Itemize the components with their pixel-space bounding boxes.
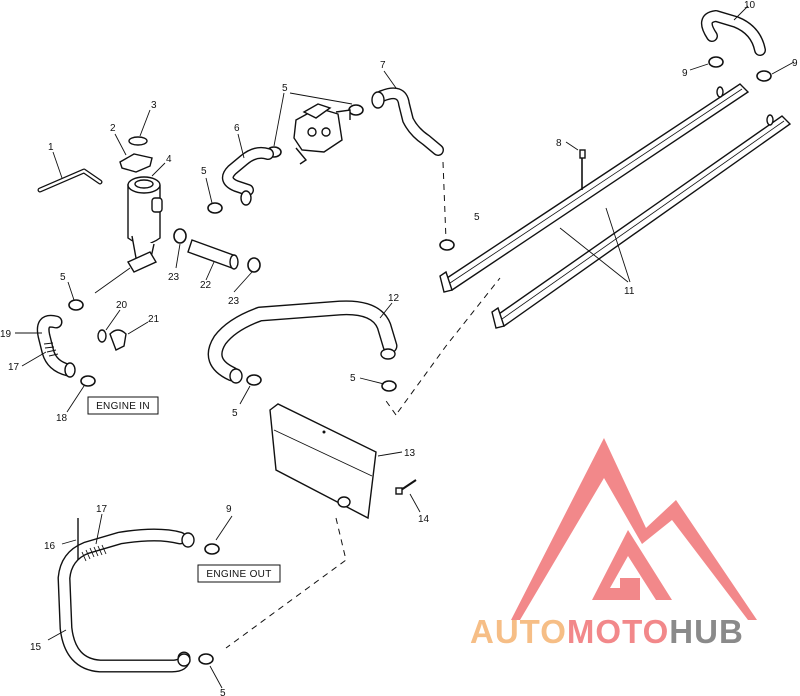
callout-17-engine-in: 17 <box>8 362 20 373</box>
callout-15: 15 <box>30 642 42 653</box>
label-engine-in: ENGINE IN <box>87 396 159 415</box>
part-20-21 <box>97 309 149 351</box>
part-14-bolt <box>395 479 421 513</box>
logo-word-moto: MOTO <box>567 613 669 650</box>
logo-triangle-mark <box>511 438 757 620</box>
label-engine-out: ENGINE OUT <box>197 564 281 583</box>
callout-19: 19 <box>0 329 12 340</box>
part-11-heat-exchanger <box>439 83 792 329</box>
callout-6: 6 <box>234 123 240 134</box>
logo-word-auto: AUTO <box>470 613 567 650</box>
callout-9-right: 9 <box>792 58 798 69</box>
callout-12: 12 <box>388 293 400 304</box>
callout-5-u-hose-left: 5 <box>232 408 238 419</box>
callout-8: 8 <box>556 138 562 149</box>
callout-9-engine-out: 9 <box>226 504 232 515</box>
connector-7-to-11 <box>442 161 447 241</box>
part-6-s-hose <box>221 133 274 206</box>
part-12-u-hose <box>207 300 398 405</box>
callout-1: 1 <box>48 142 54 153</box>
connector-13-to-out <box>225 517 347 649</box>
part-17-hose-in <box>15 314 76 378</box>
callout-9-left: 9 <box>682 68 688 79</box>
callout-5-s-hose: 5 <box>201 166 207 177</box>
callout-5-reservoir: 5 <box>60 272 66 283</box>
svg-text:AUTOMOTOHUB: AUTOMOTOHUB <box>470 613 744 650</box>
part-thermostat-housing <box>273 92 353 165</box>
callout-3: 3 <box>151 100 157 111</box>
callout-5-housing: 5 <box>282 83 288 94</box>
part-1-rod <box>37 151 103 193</box>
part-22-straight-hose <box>175 239 253 293</box>
logo-inner-shape <box>592 530 672 600</box>
part-8-bolt <box>565 141 586 190</box>
callout-21: 21 <box>148 314 160 325</box>
part-7-hose <box>371 70 444 156</box>
callout-13: 13 <box>404 448 416 459</box>
callout-23-left: 23 <box>168 272 180 283</box>
callout-16: 16 <box>44 541 56 552</box>
part-15-hose-out <box>47 513 233 689</box>
callout-7: 7 <box>380 60 386 71</box>
part-13-plate <box>269 403 403 520</box>
connector-12-to-11 <box>383 277 501 416</box>
callout-17-engine-out: 17 <box>96 504 108 515</box>
part-10-hose <box>689 5 795 75</box>
engine-in-text: ENGINE IN <box>96 401 150 412</box>
callout-14: 14 <box>418 514 430 525</box>
part-4-reservoir <box>94 109 166 294</box>
callout-10: 10 <box>744 0 756 11</box>
callout-23-right: 23 <box>228 296 240 307</box>
watermark-logo: AUTOMOTOHUB <box>470 438 757 650</box>
callout-22: 22 <box>200 280 212 291</box>
callout-5-u-hose-right: 5 <box>350 373 356 384</box>
callout-11: 11 <box>624 286 635 297</box>
callout-2: 2 <box>110 123 116 134</box>
callout-18: 18 <box>56 413 68 424</box>
logo-word-hub: HUB <box>669 613 744 650</box>
engine-out-text: ENGINE OUT <box>206 569 271 580</box>
callout-5-engine-out: 5 <box>220 688 226 696</box>
callout-4: 4 <box>166 154 172 165</box>
callout-5-exchanger: 5 <box>474 212 480 223</box>
callout-20: 20 <box>116 300 128 311</box>
